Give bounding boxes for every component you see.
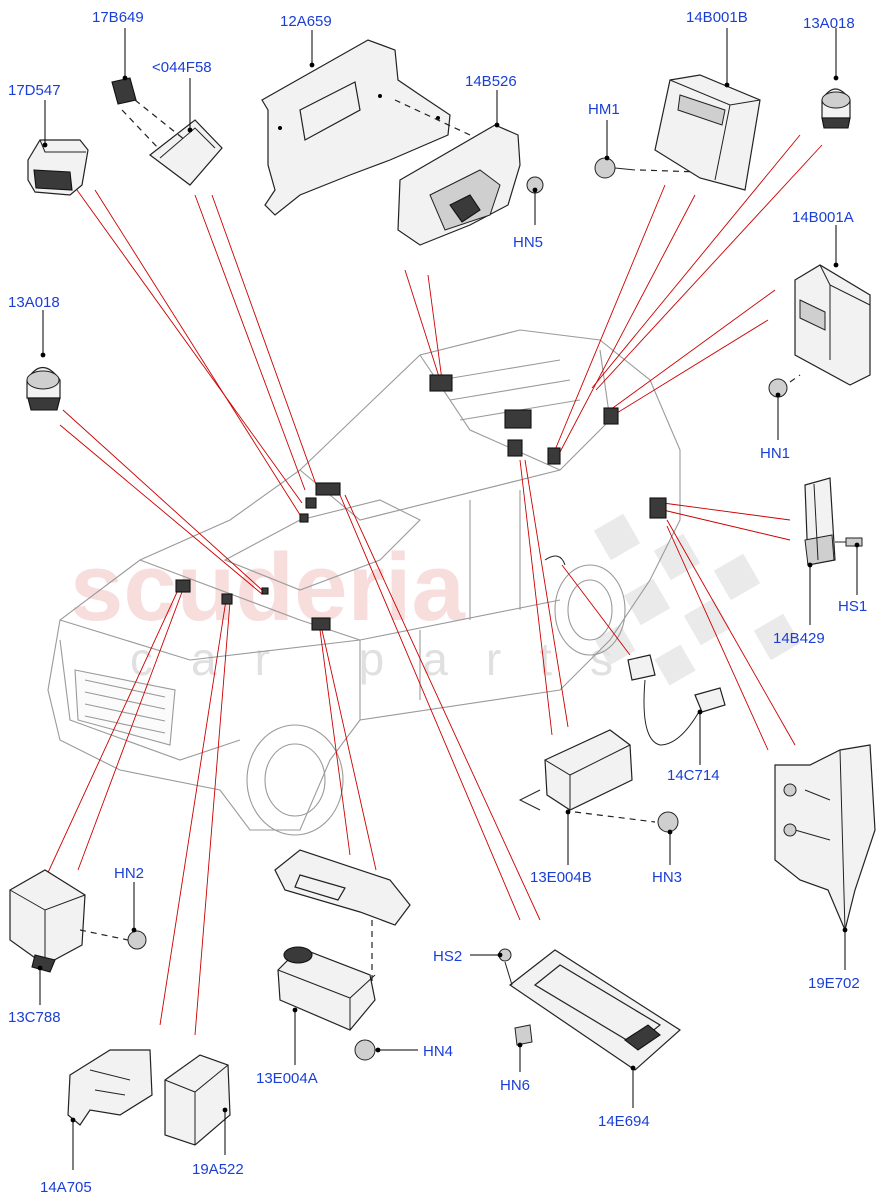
part-HN6-clip[interactable] bbox=[514, 1024, 533, 1046]
part-HS2-screw[interactable] bbox=[498, 948, 513, 986]
label-19E702[interactable]: 19E702 bbox=[808, 975, 860, 992]
label-HN2[interactable]: HN2 bbox=[114, 865, 144, 882]
part-13C788-module[interactable] bbox=[9, 869, 86, 973]
label-13A018-left[interactable]: 13A018 bbox=[8, 294, 60, 311]
part-HM1-screw[interactable] bbox=[594, 157, 701, 179]
part-14C714-harness[interactable] bbox=[627, 654, 726, 746]
label-14C714[interactable]: 14C714 bbox=[667, 767, 720, 784]
label-17B649[interactable]: 17B649 bbox=[92, 9, 144, 26]
part-17D547-sensor[interactable] bbox=[27, 139, 89, 196]
part-13A018-sensor-left[interactable] bbox=[26, 366, 61, 411]
part-13A018-sensor-top[interactable] bbox=[821, 88, 851, 129]
label-13E004B[interactable]: 13E004B bbox=[530, 869, 592, 886]
label-HN3[interactable]: HN3 bbox=[652, 869, 682, 886]
part-14B526-module[interactable] bbox=[394, 99, 544, 246]
label-14B526[interactable]: 14B526 bbox=[465, 73, 517, 90]
part-19E702-latch[interactable] bbox=[774, 744, 876, 932]
label-13E004A[interactable]: 13E004A bbox=[256, 1070, 318, 1087]
label-14E694[interactable]: 14E694 bbox=[598, 1113, 650, 1130]
part-14B001A-module[interactable] bbox=[768, 264, 871, 398]
part-labels: 17B649 <044F58 12A659 14B001B 13A018 17D… bbox=[8, 9, 867, 1196]
label-044F58[interactable]: <044F58 bbox=[152, 59, 212, 76]
part-19A522-unit[interactable] bbox=[164, 1054, 231, 1146]
label-HS1[interactable]: HS1 bbox=[838, 598, 867, 615]
part-044F58-bracket[interactable] bbox=[121, 99, 223, 186]
label-14B429[interactable]: 14B429 bbox=[773, 630, 825, 647]
label-17D547[interactable]: 17D547 bbox=[8, 82, 61, 99]
part-14E694-board[interactable] bbox=[508, 949, 681, 1071]
in-vehicle-component-markers bbox=[175, 374, 667, 631]
label-HS2[interactable]: HS2 bbox=[433, 948, 462, 965]
label-HN1[interactable]: HN1 bbox=[760, 445, 790, 462]
watermark-subtext: car parts bbox=[130, 633, 651, 685]
label-HN4[interactable]: HN4 bbox=[423, 1043, 453, 1060]
part-13E004A-module[interactable] bbox=[277, 946, 376, 1031]
part-13E004B-module[interactable] bbox=[518, 729, 633, 811]
label-14B001B[interactable]: 14B001B bbox=[686, 9, 748, 26]
label-12A659[interactable]: 12A659 bbox=[280, 13, 332, 30]
label-13A018-top[interactable]: 13A018 bbox=[803, 15, 855, 32]
part-14A705-bracket[interactable] bbox=[67, 1049, 153, 1126]
label-HN5[interactable]: HN5 bbox=[513, 234, 543, 251]
label-13C788[interactable]: 13C788 bbox=[8, 1009, 61, 1026]
label-14B001A[interactable]: 14B001A bbox=[792, 209, 854, 226]
part-HN3-nut[interactable] bbox=[574, 811, 679, 833]
label-14A705[interactable]: 14A705 bbox=[40, 1179, 92, 1196]
callout-lines bbox=[39, 134, 823, 1036]
label-HN6[interactable]: HN6 bbox=[500, 1077, 530, 1094]
vehicle-outline bbox=[47, 329, 681, 836]
part-13E004A-bracket[interactable] bbox=[274, 849, 411, 990]
label-HM1[interactable]: HM1 bbox=[588, 101, 620, 118]
part-12A659-bracket[interactable] bbox=[261, 39, 451, 216]
part-HN2-nut[interactable] bbox=[79, 929, 147, 950]
part-14B429-module[interactable] bbox=[804, 477, 836, 566]
label-19A522[interactable]: 19A522 bbox=[192, 1161, 244, 1178]
part-17B649-clip[interactable] bbox=[111, 77, 137, 105]
leader-lines bbox=[37, 28, 860, 1170]
part-14B001B-module[interactable] bbox=[654, 74, 761, 191]
